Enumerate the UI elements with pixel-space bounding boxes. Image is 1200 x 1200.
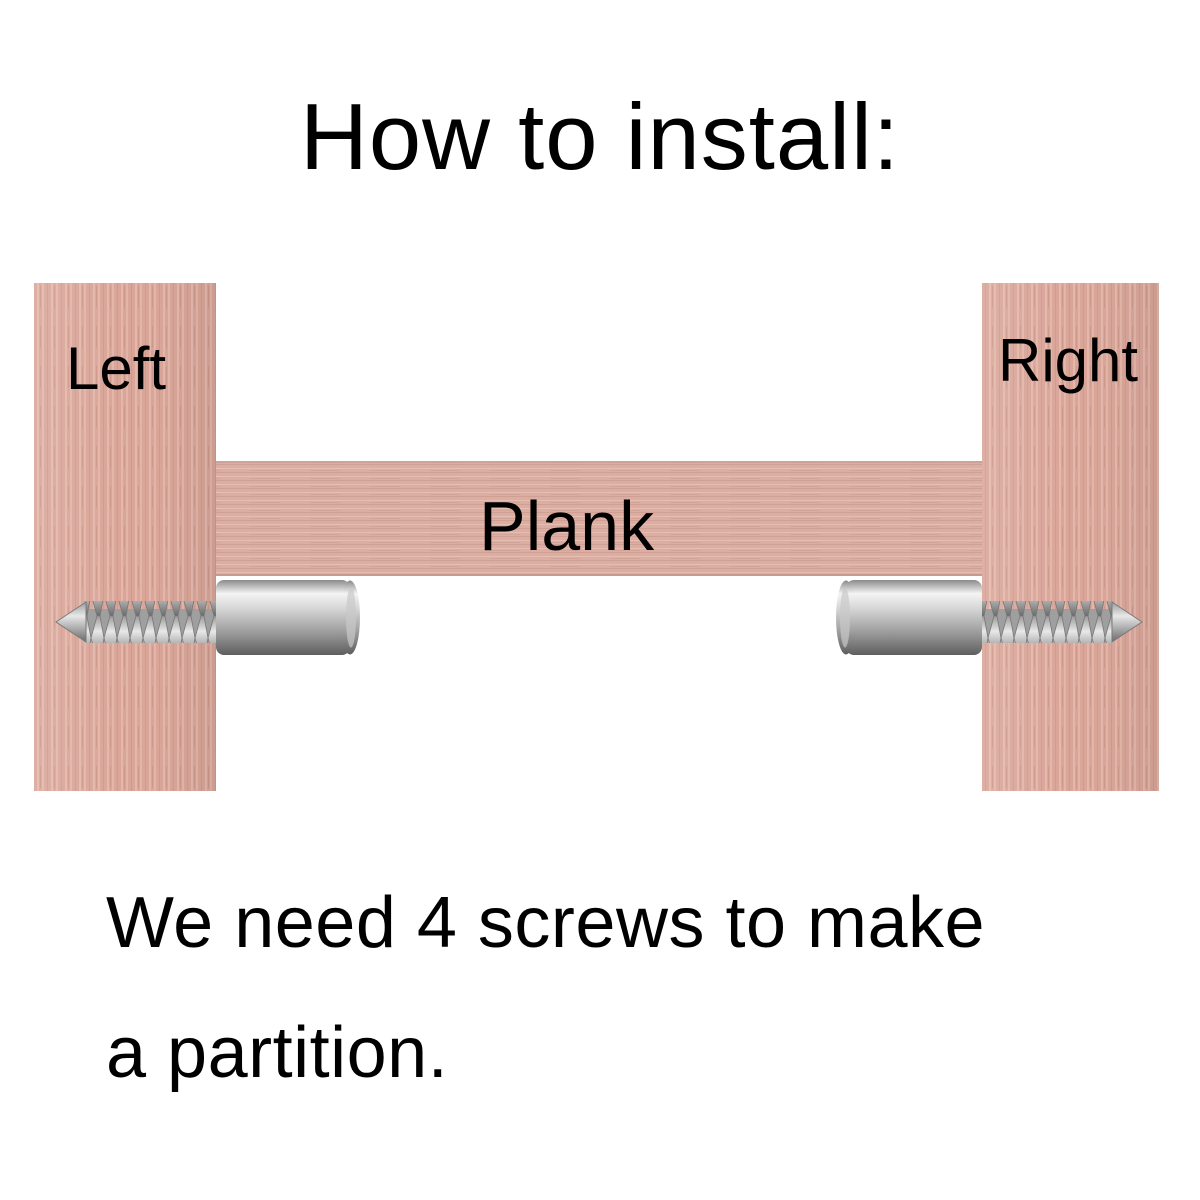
page-title: How to install: <box>299 84 901 189</box>
left-board <box>34 283 216 791</box>
plank-label: Plank <box>479 487 655 565</box>
caption-line-1: We need 4 screws to make <box>106 883 986 963</box>
plank <box>216 461 982 576</box>
instruction-caption: We need 4 screws to make a partition. <box>106 858 1166 1118</box>
right-board <box>982 283 1159 791</box>
right-shelf-pin-screw-icon <box>836 580 1143 655</box>
left-shelf-pin-screw-icon <box>55 580 360 655</box>
right-board-label: Right <box>998 327 1138 394</box>
caption-line-2: a partition. <box>106 1013 449 1093</box>
left-board-label: Left <box>66 335 166 402</box>
